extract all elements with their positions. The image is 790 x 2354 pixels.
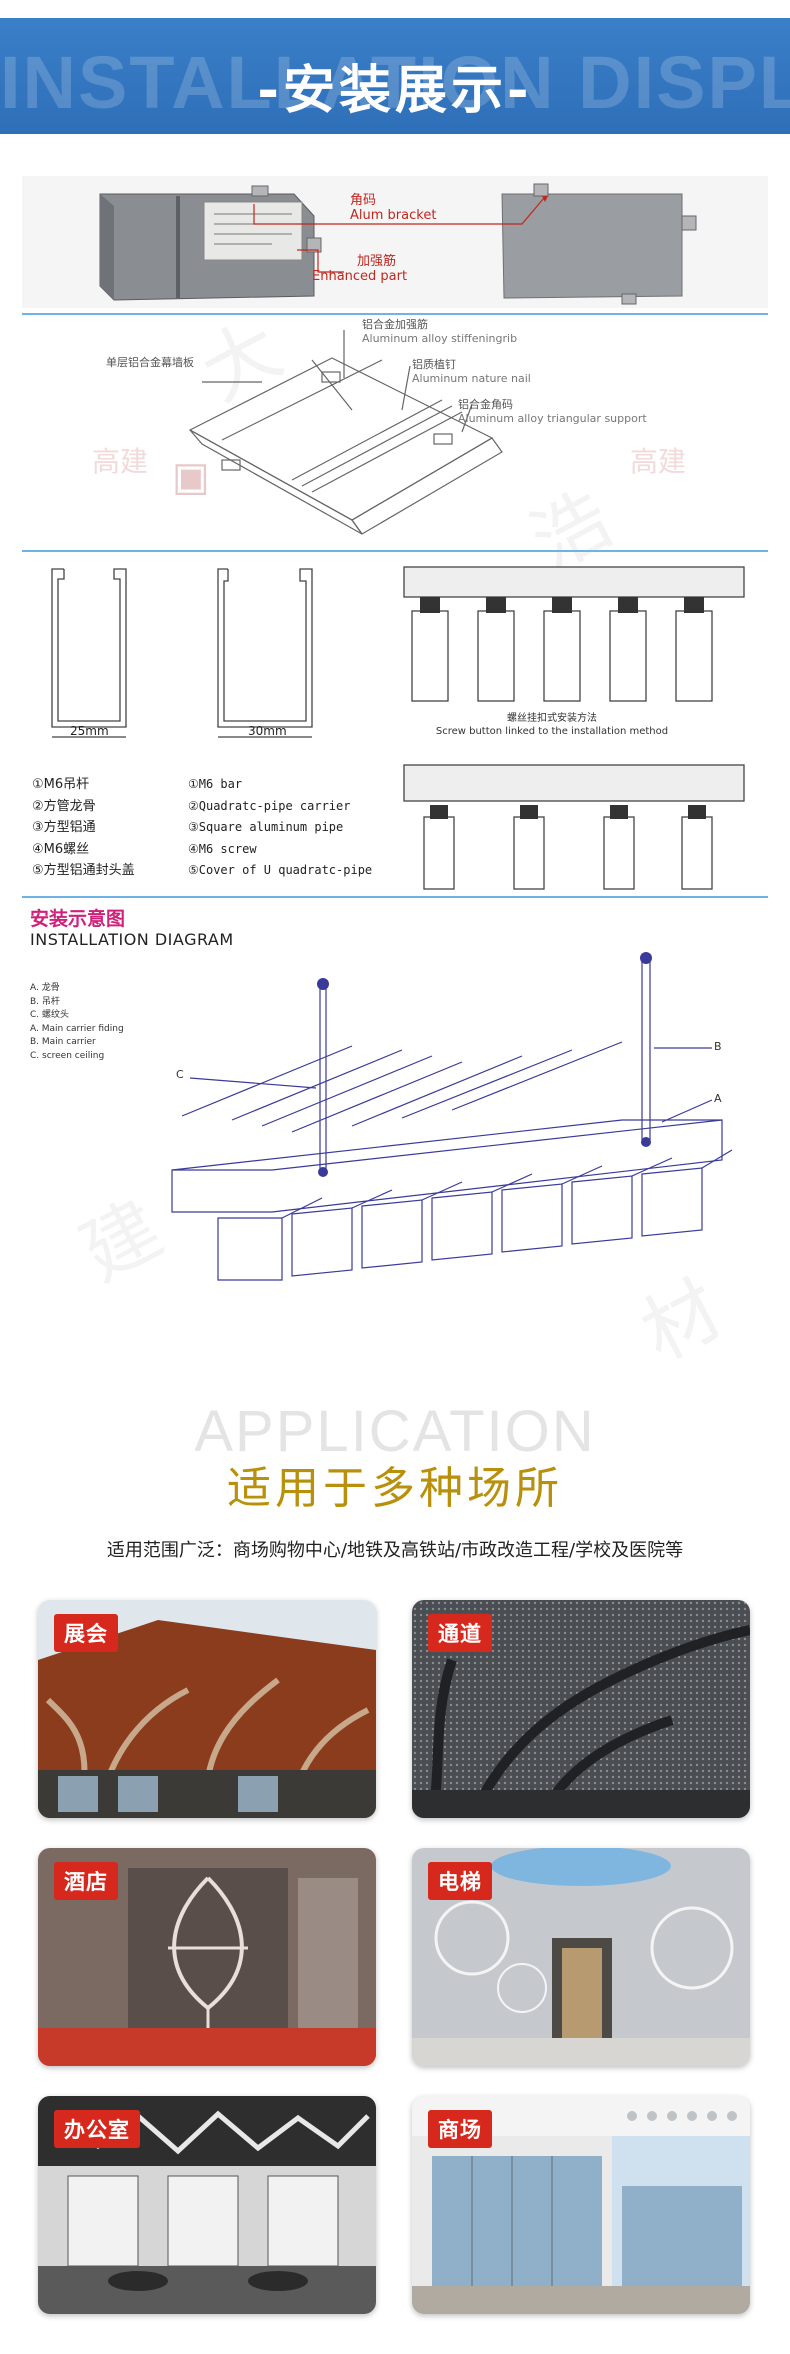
legend-en: ①M6 bar ②Quadratc-pipe carrier ③Square a… bbox=[188, 774, 372, 882]
legend-item: ④M6螺丝 bbox=[32, 841, 90, 857]
banner-background-text: INSTALLATION DISPLAY bbox=[0, 41, 790, 124]
callout-a: A bbox=[714, 1092, 722, 1105]
exploded-panel-drawing: ▣ bbox=[172, 330, 503, 535]
legend-item: ⑤方型铝通封头盖 bbox=[32, 863, 135, 879]
application-ghost-heading: APPLICATION bbox=[194, 1399, 596, 1464]
corridor-photo bbox=[412, 1600, 750, 1818]
screw-caption-cn: 螺丝挂扣式安装方法 bbox=[507, 713, 597, 724]
legend-item: ⑤Cover of U quadratc-pipe bbox=[188, 863, 373, 878]
divider bbox=[22, 896, 768, 898]
single-panel-label: 单层铝合金幕墙板 bbox=[106, 356, 194, 369]
application-range: 适用范围广泛：商场购物中心/地铁及高铁站/市政改造工程/学校及医院等 bbox=[106, 1540, 684, 1561]
diagram-title-en: INSTALLATION DIAGRAM bbox=[30, 930, 234, 949]
legend-item: ①M6吊杆 bbox=[32, 777, 90, 792]
diagram-key-item: C. 螺纹头 bbox=[30, 1010, 70, 1020]
legend-item: ③方型铝通 bbox=[32, 820, 96, 836]
application-card-corridor[interactable]: 通道 bbox=[412, 1600, 750, 1818]
legend-item: ③Square aluminum pipe bbox=[188, 820, 344, 835]
application-card-mall[interactable]: 商场 bbox=[412, 2096, 750, 2314]
office-photo bbox=[38, 2096, 376, 2314]
callout-b: B bbox=[714, 1040, 722, 1053]
application-title: 适用于多种场所 bbox=[227, 1463, 563, 1514]
label-bracket-en: Alum bracket bbox=[350, 208, 437, 223]
card-tag: 通道 bbox=[428, 1614, 492, 1652]
card-tag: 酒店 bbox=[54, 1862, 118, 1900]
card-tag: 办公室 bbox=[54, 2110, 140, 2148]
card-tag: 展会 bbox=[54, 1614, 118, 1652]
application-card-exhibition[interactable]: 展会 bbox=[38, 1600, 376, 1818]
watermark-logo-right: 高建 bbox=[630, 445, 687, 478]
exhibition-photo bbox=[38, 1600, 376, 1818]
dimension-25mm: 25mm bbox=[70, 724, 109, 738]
diagram-title-cn: 安装示意图 bbox=[30, 908, 126, 930]
page-title: -安装展示- bbox=[257, 61, 533, 121]
installation-diagram bbox=[171, 952, 733, 1281]
header-banner: INSTALLATION DISPLAY -安装展示- bbox=[0, 18, 790, 134]
callout-c: C bbox=[176, 1068, 184, 1081]
diagram-key-item: A. Main carrier fiding bbox=[30, 1023, 124, 1034]
nail-label-en: Aluminum nature nail bbox=[412, 372, 531, 385]
dimension-30mm: 30mm bbox=[248, 724, 287, 738]
corner-label-en: Aluminum alloy triangular support bbox=[458, 412, 647, 425]
mall-photo bbox=[412, 2096, 750, 2314]
diagram-key: A. 龙骨 B. 吊杆 C. 螺纹头 A. Main carrier fidin… bbox=[30, 982, 124, 1063]
svg-text:▣: ▣ bbox=[172, 454, 210, 500]
screw-caption-en: Screw button linked to the installation … bbox=[435, 726, 669, 737]
label-enhanced-en: Enhanced part bbox=[312, 269, 408, 284]
legend-item: ④M6 screw bbox=[188, 841, 257, 856]
rib-label-cn: 铝合金加强筋 bbox=[362, 318, 428, 331]
divider bbox=[22, 550, 768, 552]
watermark-logo-left: 高建 bbox=[92, 445, 149, 478]
hotel-photo bbox=[38, 1848, 376, 2066]
legend-cn: ①M6吊杆 ②方管龙骨 ③方型铝通 ④M6螺丝 ⑤方型铝通封头盖 bbox=[32, 774, 135, 882]
legend-item: ②Quadratc-pipe carrier bbox=[188, 798, 351, 813]
rib-label-en: Aluminum alloy stiffeningrib bbox=[362, 332, 518, 345]
divider bbox=[22, 313, 768, 315]
profile-drawings bbox=[51, 566, 745, 890]
application-card-hotel[interactable]: 酒店 bbox=[38, 1848, 376, 2066]
diagram-key-item: A. 龙骨 bbox=[30, 983, 60, 993]
nail-label-cn: 铝质植钉 bbox=[412, 358, 456, 371]
panel-photo bbox=[22, 176, 768, 308]
diagram-key-item: B. Main carrier bbox=[30, 1037, 96, 1047]
application-card-office[interactable]: 办公室 bbox=[38, 2096, 376, 2314]
card-tag: 商场 bbox=[428, 2110, 492, 2148]
diagram-key-item: C. screen ceiling bbox=[30, 1050, 105, 1061]
legend-item: ②方管龙骨 bbox=[32, 798, 96, 814]
application-card-elevator[interactable]: 电梯 bbox=[412, 1848, 750, 2066]
label-bracket-cn: 角码 bbox=[350, 193, 377, 208]
card-tag: 电梯 bbox=[428, 1862, 492, 1900]
legend-item: ①M6 bar bbox=[188, 777, 243, 791]
label-enhanced-cn: 加强筋 bbox=[357, 254, 397, 269]
diagram-key-item: B. 吊杆 bbox=[30, 996, 60, 1007]
corner-label-cn: 铝合金角码 bbox=[458, 398, 513, 411]
